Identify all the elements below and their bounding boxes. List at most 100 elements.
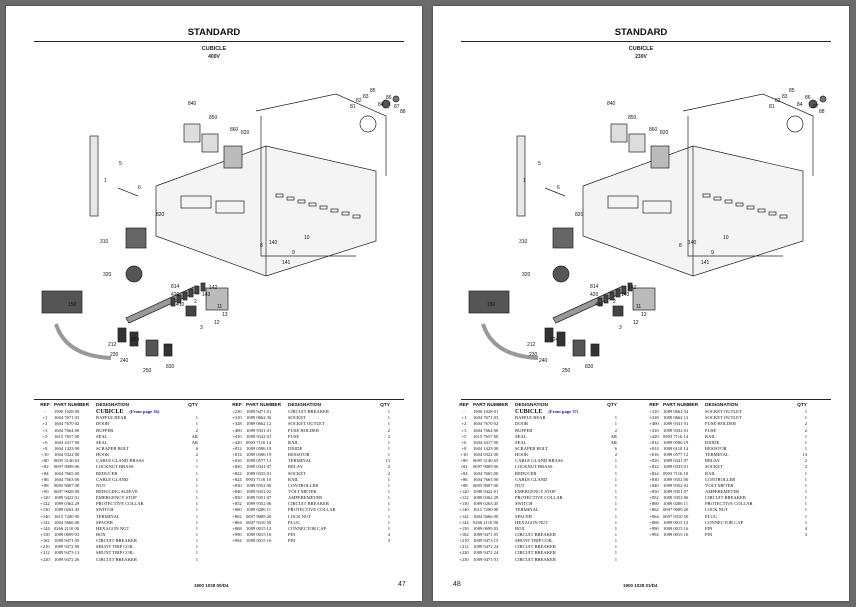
rear-frame [260, 116, 356, 257]
ref-cell: +142 [459, 513, 469, 519]
qty-cell: 1 [614, 538, 617, 544]
qty-cell: 2 [614, 427, 617, 433]
ref-cell: +862 [649, 507, 659, 513]
page-reference: (From page 37) [548, 409, 579, 415]
qty-cell: 1 [614, 544, 617, 550]
ref-cell: +2 [42, 421, 48, 427]
vent-slot [724, 199, 733, 204]
designation-text: SEAL [96, 439, 108, 445]
callout-label: 840 [188, 101, 197, 107]
circuit-breaker [544, 327, 554, 343]
qty-cell: 1 [804, 445, 807, 451]
part-number-cell: 1089 0662 34 [663, 409, 689, 415]
designation-cell: SEAL [96, 440, 178, 446]
part-number-cell: 1089 0577 12 [663, 452, 689, 458]
ref-cell: +210 [40, 544, 50, 550]
column-header-ref: REF [459, 403, 469, 408]
designation-cell: SHUNT TRIP COIL [96, 550, 178, 556]
qty-cell: 1 [614, 464, 617, 470]
column-header-part-number: PART NUMBER [663, 403, 699, 408]
qty-cell: 2 [804, 427, 807, 433]
qty-cell: 1 [614, 513, 617, 519]
part-number-cell: 1089 9472 24 [473, 550, 499, 556]
part-number-cell: 0903 7116 14 [663, 433, 689, 439]
circuit-breaker [129, 331, 139, 347]
ref-cell: +822 [649, 464, 659, 470]
ref-cell: +86 [41, 476, 49, 482]
page-number: 48 [453, 581, 461, 588]
callout-label: 820 [660, 130, 669, 136]
vent-slot [746, 205, 755, 210]
callout-label: 6 [557, 185, 560, 191]
callout-label: 141 [701, 260, 710, 266]
designation-text: SPACER [515, 513, 532, 519]
callout-label: 410 [176, 302, 185, 308]
qty-cell: 1 [195, 458, 198, 464]
controller [223, 145, 243, 169]
qty-cell: 1 [195, 513, 198, 519]
qty-cell: 1 [614, 556, 617, 562]
qty-cell: 1 [387, 519, 390, 525]
qty-cell: 1 [614, 525, 617, 531]
qty-cell: 1 [804, 439, 807, 445]
callout-label: 9 [711, 250, 714, 256]
callout-label: 81 [769, 104, 775, 110]
assembly-arrow [54, 323, 112, 360]
ampere-meter [628, 133, 646, 153]
designation-text: TERMINAL [515, 507, 539, 513]
designation-cell: VOLT METER [705, 483, 787, 489]
part-number-cell: 1089 0206 11 [663, 501, 689, 507]
designation-cell: HOOK [96, 452, 178, 458]
designation-text: EMERGENCY STOP [96, 495, 137, 501]
ref-cell: +140 [459, 507, 469, 513]
breaker-box [41, 290, 83, 314]
designation-cell: VOLT METER [288, 489, 370, 495]
part-number-cell: 1089 9473 13 [54, 550, 80, 556]
callout-label: 87 [813, 104, 819, 110]
qty-cell: 1 [195, 544, 198, 550]
voltage-label: 230V [635, 54, 647, 60]
designation-text: CONTROLLER [288, 482, 319, 488]
locknut [392, 95, 400, 103]
designation-cell: TERMINAL [705, 452, 787, 458]
qty-cell: 6 [195, 445, 198, 451]
designation-text: AMPEREMETER [705, 488, 740, 494]
part-number-cell: 1089 0662 12 [663, 415, 689, 421]
cable-gland [381, 99, 391, 109]
part-number-cell: 1089 9473 13 [473, 538, 499, 544]
designation-cell: SEAL [515, 440, 597, 446]
ref-cell: +230 [232, 409, 242, 415]
designation-text: FUSE [288, 433, 300, 439]
qty-cell: 2 [804, 464, 807, 470]
part-number-cell: 1089 9352 02 [246, 488, 272, 494]
designation-text: PIN [705, 531, 713, 537]
ref-cell: +864 [649, 513, 659, 519]
callout-label: 83 [782, 94, 788, 100]
part-number-cell: 0697 9310 50 [663, 513, 689, 519]
designation-text: PIN [705, 525, 713, 531]
shunt-trip [145, 339, 159, 357]
designation-text: LOCKNUT BRASS [515, 464, 553, 470]
designation-cell: SEAL [515, 434, 597, 440]
designation-text: PROTECTIVE COLLAR [515, 495, 563, 501]
qty-cell: 1 [614, 519, 617, 525]
callout-label: 12 [214, 320, 220, 326]
designation-cell: FUSE HOLDER [705, 421, 787, 427]
designation-text: DIODE [705, 439, 720, 445]
designation-text: REDUCER [515, 470, 537, 476]
